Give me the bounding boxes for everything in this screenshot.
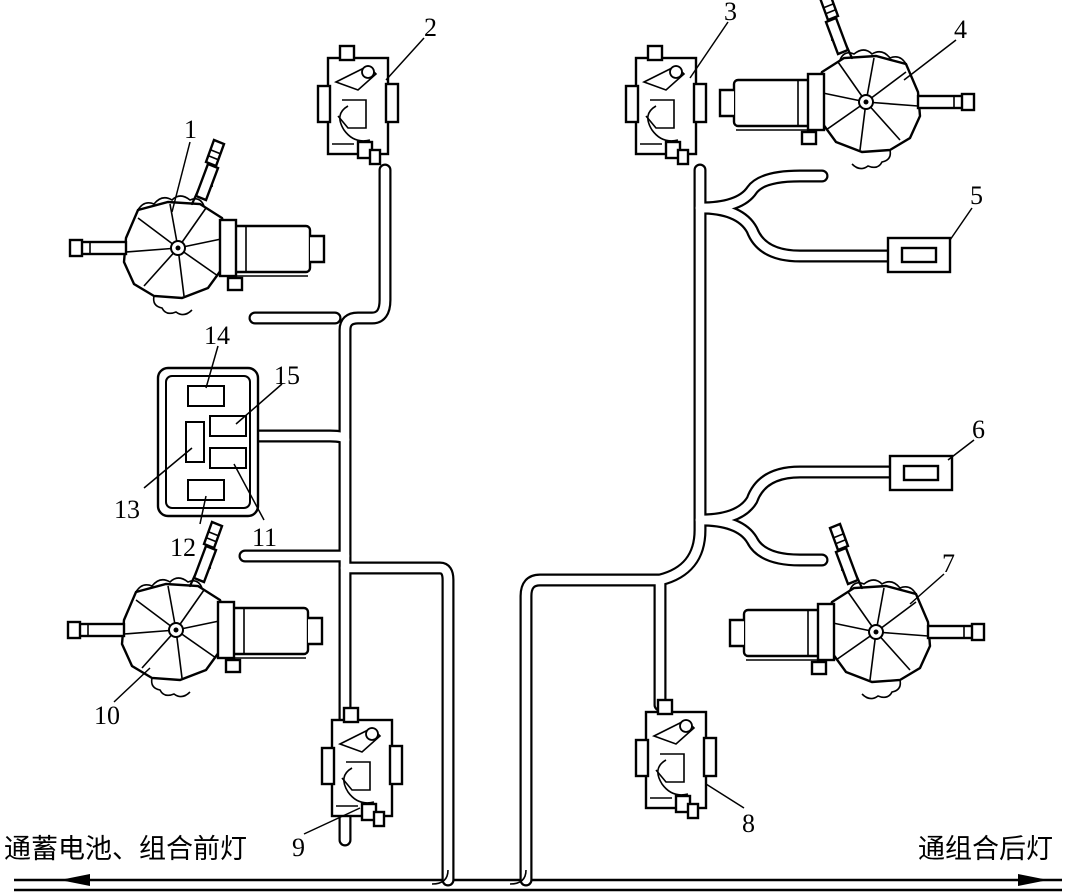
- callout-5: 5: [970, 181, 983, 210]
- switch-6: [888, 454, 954, 492]
- callout-9: 9: [292, 833, 305, 862]
- callout-8: 8: [742, 809, 755, 838]
- leader-lines: [113, 21, 975, 835]
- caption-right: 通组合后灯: [918, 834, 1053, 865]
- callout-10: 10: [94, 701, 120, 730]
- door-lock-2: [316, 44, 400, 166]
- module-block-12: [187, 479, 225, 501]
- callout-11: 11: [252, 523, 277, 552]
- callout-14: 14: [204, 321, 230, 350]
- door-lock-8: [634, 698, 718, 820]
- callout-1: 1: [184, 115, 197, 144]
- window-regulator-1: [68, 138, 326, 316]
- window-regulator-4: [718, 0, 976, 170]
- module-block-15: [209, 415, 247, 437]
- callout-13: 13: [114, 495, 140, 524]
- callout-15: 15: [274, 361, 300, 390]
- door-lock-3: [624, 44, 708, 166]
- callout-6: 6: [972, 415, 985, 444]
- door-lock-9: [320, 706, 404, 828]
- switch-5: [886, 236, 952, 274]
- wire-left: [238, 163, 455, 887]
- caption-left: 通蓄电池、组合前灯: [4, 834, 247, 865]
- callout-12: 12: [170, 533, 196, 562]
- arrow-right: [950, 874, 1048, 886]
- module-block-14: [187, 385, 225, 407]
- wire-right: [509, 163, 897, 887]
- control-module: [156, 366, 260, 518]
- callout-7: 7: [942, 549, 955, 578]
- arrow-left: [60, 874, 120, 886]
- wiring-harness: [14, 163, 1062, 892]
- callout-3: 3: [724, 0, 737, 26]
- callout-2: 2: [424, 13, 437, 42]
- callout-4: 4: [954, 15, 967, 44]
- module-block-13: [185, 421, 205, 463]
- callout-numbers: 1 2 3 4 5 6 7 8 9 10 11 12 13 14 15: [94, 0, 985, 862]
- module-block-11: [209, 447, 247, 469]
